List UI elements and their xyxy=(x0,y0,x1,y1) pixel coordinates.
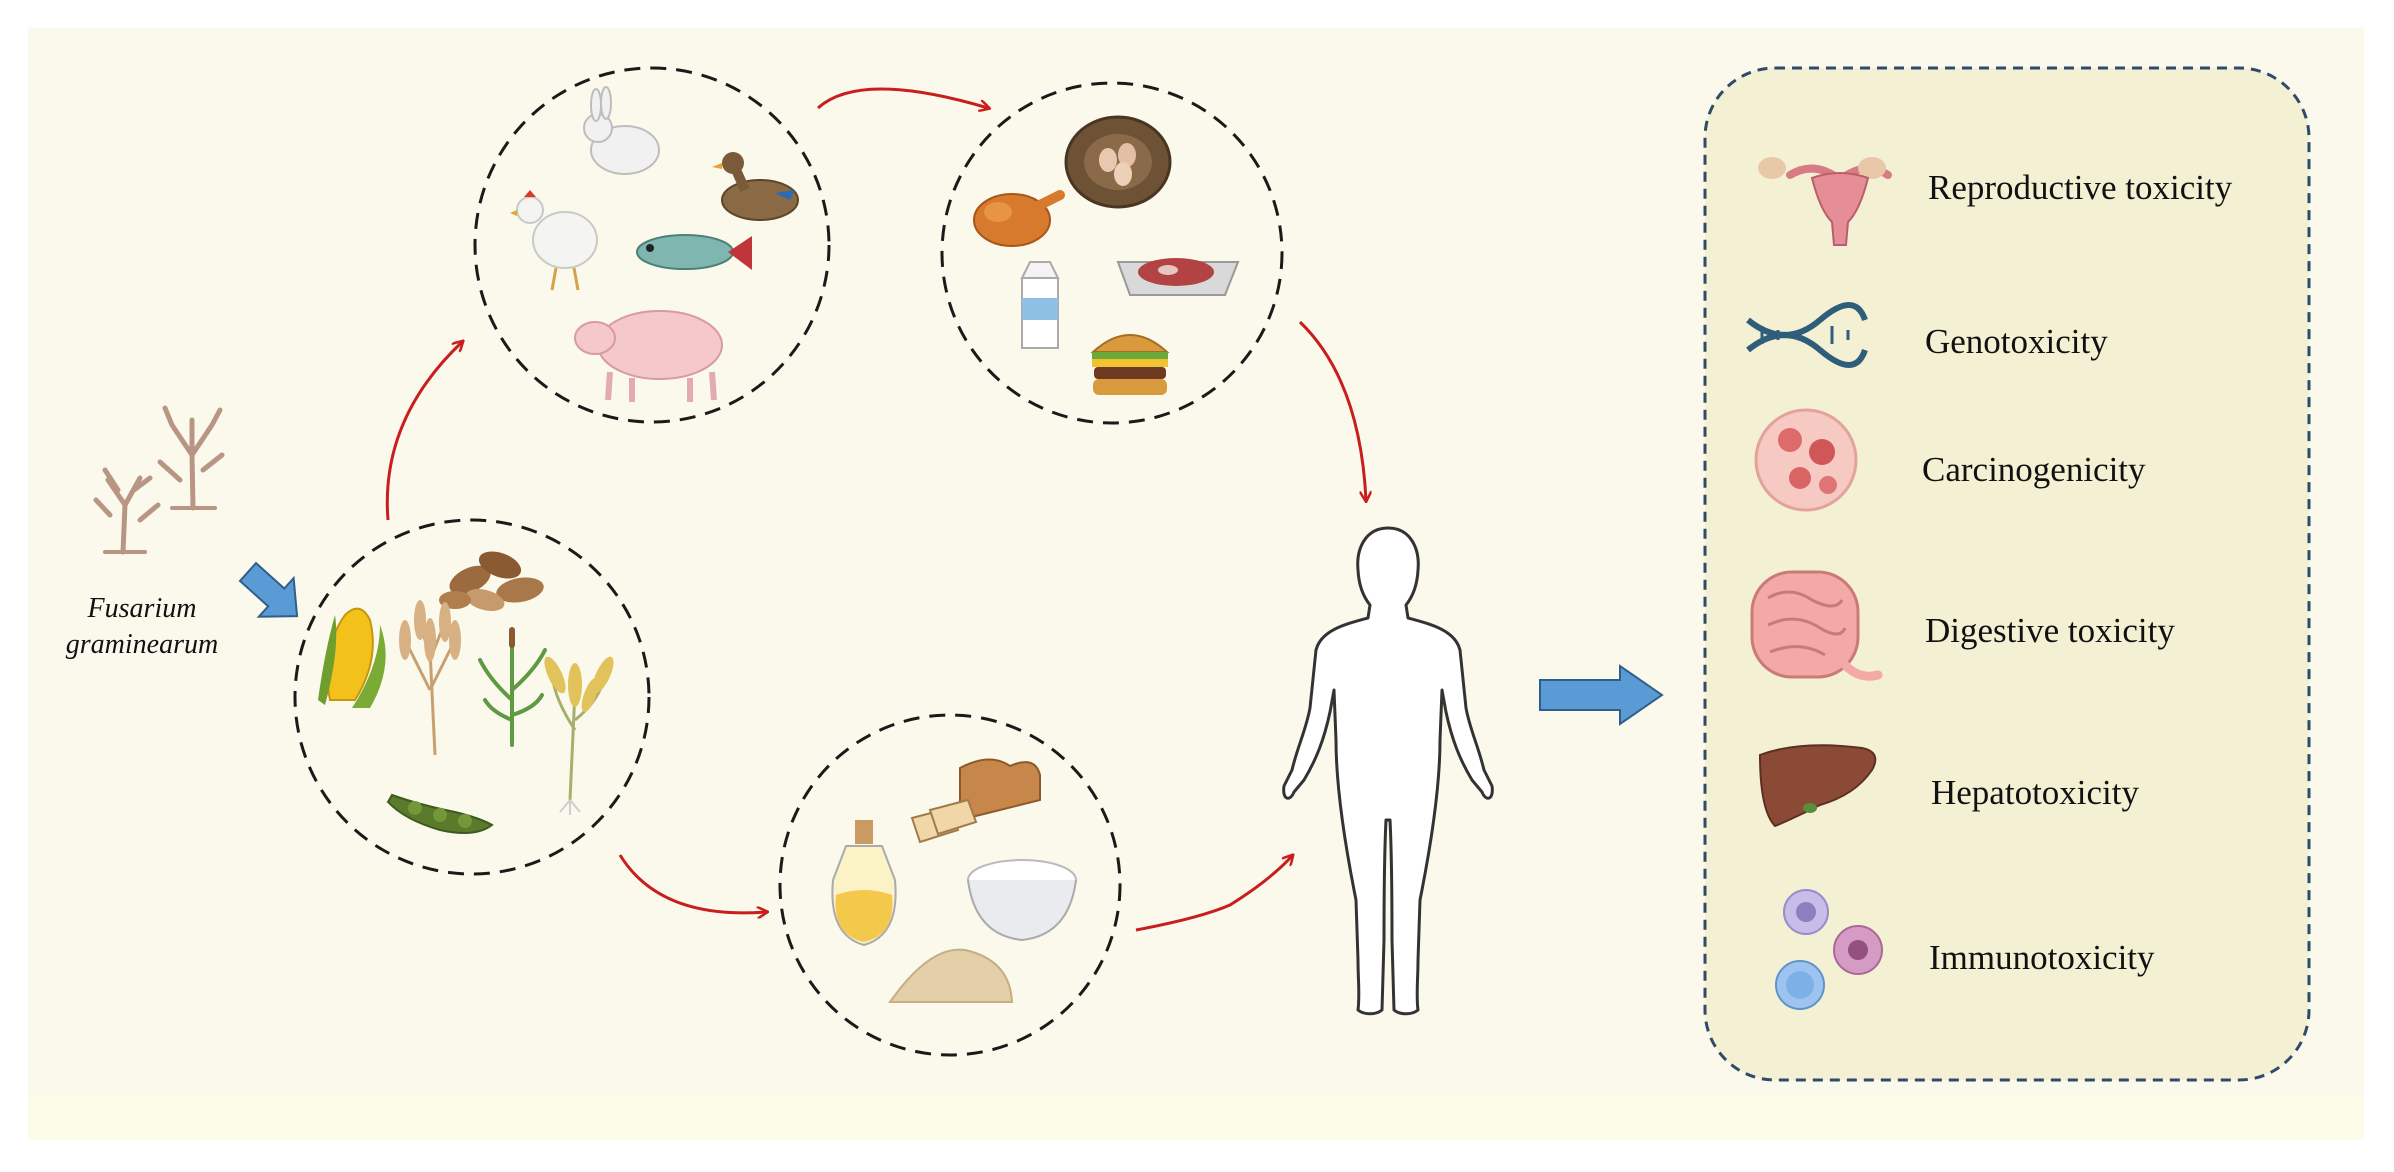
processed-to-human-arrow xyxy=(1135,856,1292,932)
toxicity-label-carcinogenicity: Carcinogenicity xyxy=(1922,450,2146,489)
milk-carton-icon xyxy=(1020,261,1060,349)
eggs-in-nest-icon xyxy=(1064,115,1172,209)
toxicity-panel xyxy=(1703,66,2311,1082)
wheat-icon xyxy=(399,600,461,756)
human-to-toxicities-arrow xyxy=(1539,664,1664,726)
toxicity-label-digestive: Digestive toxicity xyxy=(1925,611,2175,650)
roast-chicken-icon xyxy=(973,190,1065,247)
chicken-icon xyxy=(510,190,598,291)
millet-icon xyxy=(478,627,547,747)
grain-pile-icon xyxy=(888,948,1014,1003)
toxicity-label-genotoxicity: Genotoxicity xyxy=(1925,322,2108,361)
products-to-human-arrow xyxy=(1298,320,1366,500)
crops-to-processed-arrow xyxy=(618,854,766,913)
processed-foods-circle xyxy=(778,713,1122,1057)
toxicity-label-hepatotoxicity: Hepatotoxicity xyxy=(1931,773,2140,812)
barley-icon xyxy=(544,656,614,815)
fish-icon xyxy=(636,234,752,270)
immune-cells-icon xyxy=(1775,889,1883,1010)
dna-icon xyxy=(1746,302,1868,368)
livestock-circle xyxy=(473,66,831,424)
duck-icon xyxy=(712,152,799,221)
livestock-to-products-arrow xyxy=(816,87,988,108)
animal-products-circle xyxy=(940,81,1284,425)
rabbit-icon xyxy=(583,86,660,175)
source-species-label: graminearum xyxy=(66,629,218,660)
pig-icon xyxy=(574,310,723,402)
intestine-icon xyxy=(1750,570,1883,681)
crops-to-livestock-arrow xyxy=(385,342,462,521)
bread-loaf-icon xyxy=(910,758,1041,844)
rice-bowl-icon xyxy=(967,859,1077,942)
tumor-cell-icon xyxy=(1754,408,1858,512)
fusarium-plant-icon xyxy=(93,405,225,555)
crops-circle xyxy=(293,518,651,876)
source-genus-label: Fusarium xyxy=(87,593,197,624)
soybean-pod-icon xyxy=(386,793,494,835)
toxicity-label-immunotoxicity: Immunotoxicity xyxy=(1929,938,2155,977)
fusarium-to-crops-arrow xyxy=(238,561,299,618)
oil-bottle-icon xyxy=(831,820,897,947)
toxicity-label-reproductive: Reproductive toxicity xyxy=(1928,168,2233,207)
corn-icon xyxy=(318,607,386,708)
liver-icon xyxy=(1758,744,1877,828)
meat-tray-icon xyxy=(1116,258,1240,296)
uterus-icon xyxy=(1758,157,1892,246)
human-silhouette-icon xyxy=(1282,526,1494,1016)
burger-icon xyxy=(1090,334,1170,395)
